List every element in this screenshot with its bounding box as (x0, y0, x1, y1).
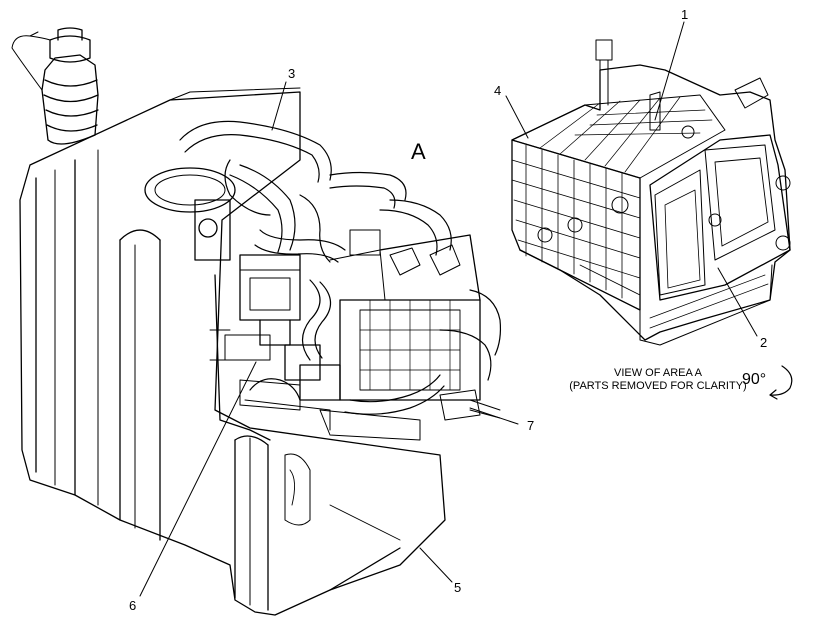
view-caption: VIEW OF AREA A (PARTS REMOVED FOR CLARIT… (558, 367, 758, 393)
hoses (179, 120, 502, 415)
callout-5: 5 (454, 580, 462, 595)
leader-2 (717, 267, 758, 337)
tank-body (19, 87, 446, 616)
callout-4: 4 (494, 83, 502, 98)
area-a-label: A (411, 139, 426, 164)
pump-module-assembly (144, 167, 501, 441)
rotation-arrow-icon (769, 365, 793, 400)
callout-7: 7 (527, 418, 535, 433)
rotation-indicator: 90° (742, 364, 802, 404)
view-caption-line1: VIEW OF AREA A (613, 367, 703, 379)
leader-lines (139, 21, 758, 597)
callout-6: 6 (129, 598, 137, 613)
callout-1: 1 (681, 7, 689, 22)
leader-5 (419, 547, 453, 583)
leader-3 (271, 81, 287, 131)
leader-1 (654, 21, 685, 121)
view-area-a-detail (511, 39, 791, 346)
filler-neck-cap (11, 27, 99, 145)
view-caption-line2: (PARTS REMOVED FOR CLARITY) (569, 380, 747, 392)
leader-7 (469, 407, 519, 425)
callout-2: 2 (760, 335, 768, 350)
leader-6 (139, 361, 257, 597)
callout-3: 3 (288, 66, 296, 81)
rotation-label: 90° (742, 371, 767, 388)
leader-4 (505, 95, 529, 139)
